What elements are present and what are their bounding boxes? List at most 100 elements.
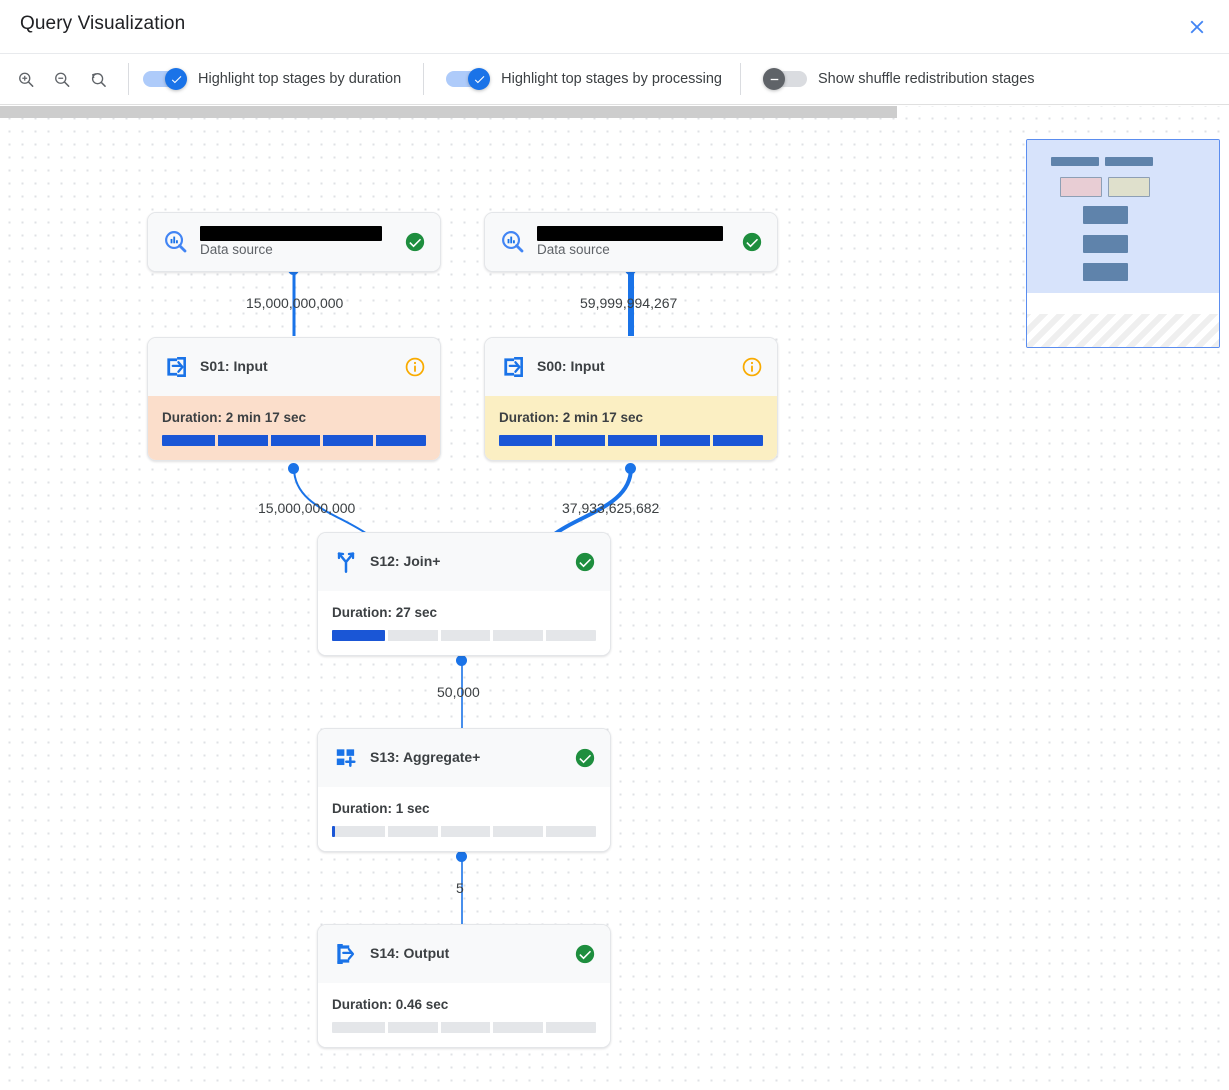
horizontal-scrollbar[interactable] bbox=[0, 106, 897, 118]
minus-icon bbox=[770, 78, 778, 80]
graph-minimap[interactable] bbox=[1026, 139, 1220, 348]
page-title: Query Visualization bbox=[20, 13, 186, 34]
node-title-redacted bbox=[537, 225, 723, 241]
progress-tick bbox=[543, 1022, 547, 1033]
edge-label: 5 bbox=[456, 880, 464, 896]
progress-tick bbox=[373, 435, 377, 446]
node-port bbox=[288, 463, 299, 474]
zoom-reset-button[interactable] bbox=[82, 63, 114, 95]
status-badge-info[interactable] bbox=[741, 356, 763, 378]
toggle-show-shuffle[interactable]: Show shuffle redistribution stages bbox=[763, 68, 1035, 90]
toggle-highlight-duration[interactable]: Highlight top stages by duration bbox=[143, 68, 401, 90]
zoom-out-button[interactable] bbox=[46, 63, 78, 95]
progress-tick bbox=[490, 630, 494, 641]
switch-knob bbox=[763, 68, 785, 90]
toggle-highlight-processing-label: Highlight top stages by processing bbox=[501, 71, 722, 87]
status-badge-info[interactable] bbox=[404, 356, 426, 378]
bigquery-data-source-icon bbox=[162, 228, 190, 256]
toolbar-divider-2 bbox=[423, 63, 425, 95]
node-title-wrap: Data source bbox=[537, 225, 731, 259]
node-header: Data source bbox=[485, 213, 777, 271]
progress-tick bbox=[384, 630, 388, 641]
progress-tick bbox=[543, 826, 547, 837]
progress-tick bbox=[267, 435, 271, 446]
check-icon bbox=[474, 75, 485, 83]
node-header: S14: Output bbox=[318, 925, 610, 983]
node-body: Duration: 2 min 17 sec bbox=[485, 396, 777, 460]
progress-fill bbox=[332, 630, 385, 641]
node-body: Duration: 1 sec bbox=[318, 787, 610, 851]
toolbar: Highlight top stages by duration Highlig… bbox=[0, 53, 1229, 105]
minimap-node bbox=[1060, 177, 1102, 197]
progress-tick bbox=[657, 435, 661, 446]
progress-fill bbox=[162, 435, 426, 446]
node-title-wrap: S13: Aggregate+ bbox=[370, 749, 564, 767]
progress-tick bbox=[604, 435, 608, 446]
edge-label: 50,000 bbox=[437, 684, 480, 700]
progress-tick bbox=[214, 435, 218, 446]
progress-tick bbox=[320, 435, 324, 446]
progress-track bbox=[332, 630, 596, 641]
node-header: S00: Input bbox=[485, 338, 777, 396]
edge-label: 37,933,625,682 bbox=[562, 500, 660, 516]
progress-fill bbox=[332, 826, 335, 837]
minimap-node bbox=[1105, 157, 1153, 166]
zoom-reset-icon bbox=[91, 72, 106, 87]
toggle-highlight-processing-switch[interactable] bbox=[446, 68, 491, 90]
node-title-wrap: Data source bbox=[200, 225, 394, 259]
toggle-show-shuffle-label: Show shuffle redistribution stages bbox=[818, 71, 1035, 87]
node-data-source-right[interactable]: Data source bbox=[484, 212, 778, 272]
progress-bar bbox=[332, 1022, 596, 1033]
progress-tick bbox=[437, 826, 441, 837]
progress-tick bbox=[490, 826, 494, 837]
node-s13-aggregate[interactable]: S13: Aggregate+ Duration: 1 sec bbox=[317, 728, 611, 852]
toolbar-divider-1 bbox=[128, 63, 129, 95]
minimap-node bbox=[1083, 235, 1128, 253]
node-title: S14: Output bbox=[370, 945, 450, 961]
progress-tick bbox=[437, 1022, 441, 1033]
toggle-highlight-duration-switch[interactable] bbox=[143, 68, 187, 90]
minimap-node bbox=[1108, 177, 1150, 197]
node-port bbox=[625, 463, 636, 474]
toggle-show-shuffle-switch[interactable] bbox=[763, 68, 807, 90]
dialog-header: Query Visualization bbox=[0, 0, 1229, 53]
progress-tick bbox=[490, 1022, 494, 1033]
node-duration-label: Duration: 2 min 17 sec bbox=[162, 410, 307, 425]
toggle-highlight-duration-label: Highlight top stages by duration bbox=[198, 71, 402, 87]
zoom-out-icon bbox=[55, 72, 70, 87]
toggle-highlight-processing[interactable]: Highlight top stages by processing bbox=[446, 68, 722, 90]
aggregate-plus-icon bbox=[332, 744, 360, 772]
graph-canvas[interactable]: 15,000,000,000 59,999,994,267 15,000,000… bbox=[0, 106, 1229, 1090]
edge-label: 59,999,994,267 bbox=[580, 295, 678, 311]
node-s14-output[interactable]: S14: Output Duration: 0.46 sec bbox=[317, 924, 611, 1048]
switch-knob bbox=[165, 68, 187, 90]
close-icon bbox=[1190, 20, 1204, 34]
node-title-wrap: S12: Join+ bbox=[370, 553, 564, 571]
node-s12-join[interactable]: S12: Join+ Duration: 27 sec bbox=[317, 532, 611, 656]
zoom-in-icon bbox=[19, 72, 34, 87]
node-header: S01: Input bbox=[148, 338, 440, 396]
zoom-controls bbox=[0, 63, 114, 95]
status-badge-success bbox=[404, 231, 426, 253]
node-duration-label: Duration: 0.46 sec bbox=[332, 997, 449, 1012]
node-title-redacted bbox=[200, 225, 382, 241]
progress-fill bbox=[499, 435, 763, 446]
edge-label: 15,000,000,000 bbox=[258, 500, 356, 516]
zoom-in-button[interactable] bbox=[10, 63, 42, 95]
close-button[interactable] bbox=[1179, 9, 1215, 45]
node-body: Duration: 0.46 sec bbox=[318, 983, 610, 1047]
progress-bar bbox=[499, 435, 763, 446]
node-body: Duration: 2 min 17 sec bbox=[148, 396, 440, 460]
progress-tick bbox=[710, 435, 714, 446]
node-port bbox=[456, 851, 467, 862]
node-body: Duration: 27 sec bbox=[318, 591, 610, 655]
progress-tick bbox=[384, 1022, 388, 1033]
node-s01-input[interactable]: S01: Input Duration: 2 min 17 sec bbox=[147, 337, 441, 461]
minimap-node bbox=[1083, 263, 1128, 281]
node-data-source-left[interactable]: Data source bbox=[147, 212, 441, 272]
node-subtitle: Data source bbox=[200, 241, 273, 257]
node-title: S00: Input bbox=[537, 358, 605, 374]
node-s00-input[interactable]: S00: Input Duration: 2 min 17 sec bbox=[484, 337, 778, 461]
node-duration-label: Duration: 1 sec bbox=[332, 801, 430, 816]
node-title-wrap: S14: Output bbox=[370, 945, 564, 963]
